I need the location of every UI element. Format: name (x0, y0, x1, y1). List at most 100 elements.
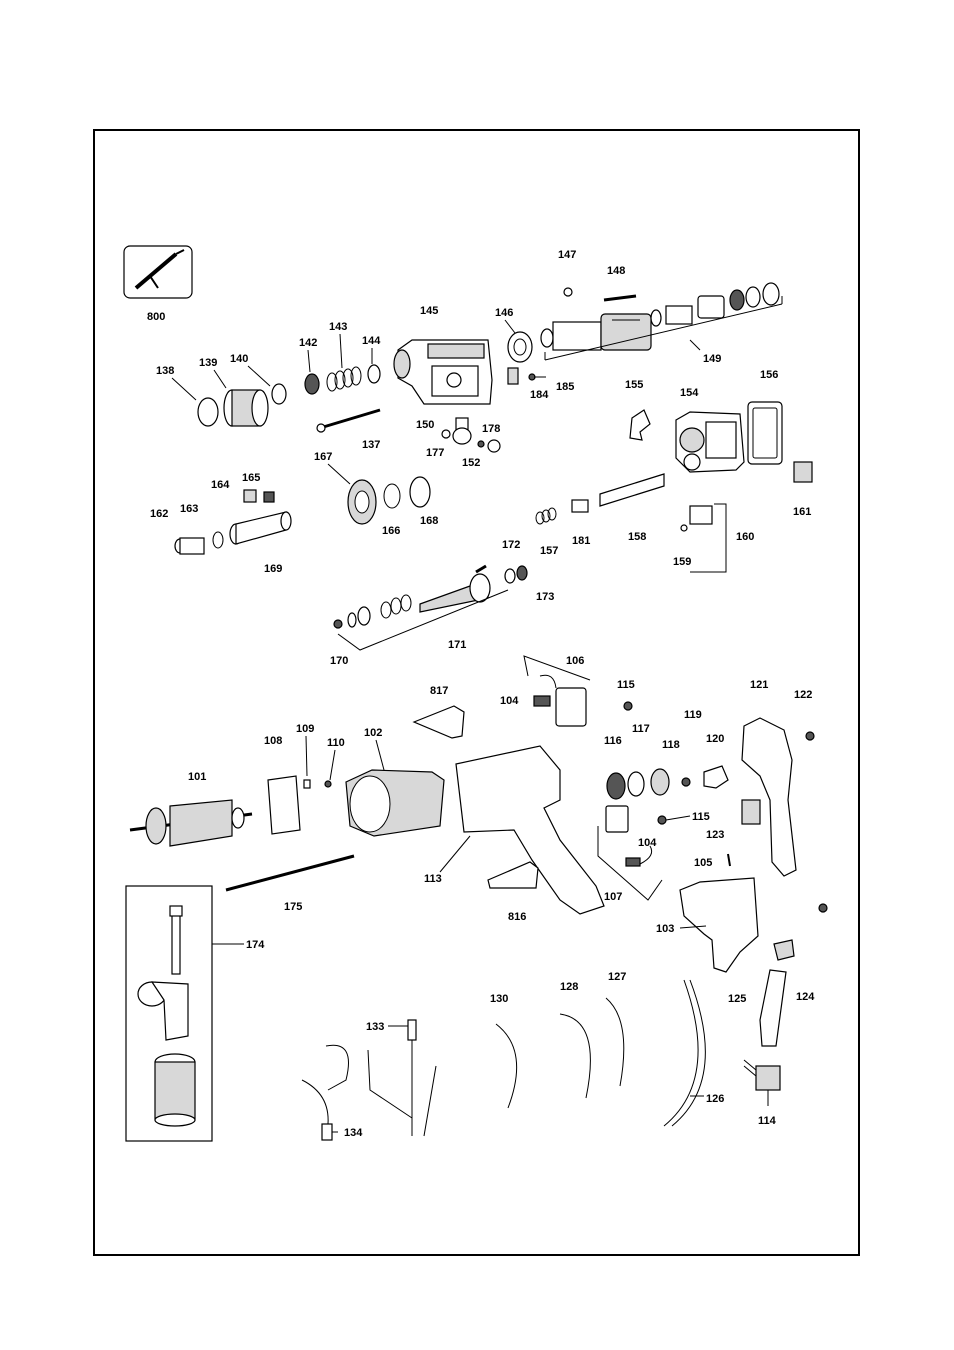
part-139-sleeve (224, 390, 268, 426)
label-816: 816 (508, 911, 526, 923)
label-160: 160 (736, 531, 754, 543)
part-817-cover (414, 706, 464, 738)
part-150-selector (453, 418, 471, 444)
label-800: 800 (147, 311, 165, 323)
label-163: 163 (180, 503, 198, 515)
label-115-top: 115 (617, 679, 635, 691)
label-817: 817 (430, 685, 448, 697)
part-152-screw (478, 441, 484, 447)
part-133-wire-set (368, 1020, 436, 1136)
label-157: 157 (540, 545, 558, 557)
part-171-shaft-assembly (334, 566, 490, 628)
label-164: 164 (211, 479, 230, 491)
label-113: 113 (424, 873, 442, 885)
label-115-bottom: 115 (692, 811, 710, 823)
part-134-wire-set (302, 1045, 349, 1140)
part-800-accessory (124, 246, 192, 298)
label-114: 114 (758, 1115, 777, 1127)
part-158-plate (600, 474, 664, 506)
label-101: 101 (188, 771, 206, 783)
label-116: 116 (604, 735, 622, 747)
part-138-cap (198, 398, 218, 426)
label-154: 154 (680, 387, 699, 399)
label-148: 148 (607, 265, 625, 277)
part-173-ring (517, 566, 527, 580)
part-114-capacitor (744, 1060, 780, 1106)
label-125: 125 (728, 993, 746, 1005)
label-147: 147 (558, 249, 576, 261)
part-177-ball (442, 430, 450, 438)
label-122: 122 (794, 689, 812, 701)
part-143-spring (327, 367, 361, 391)
label-171: 171 (448, 639, 466, 651)
label-120: 120 (706, 733, 724, 745)
part-120-clamp (704, 766, 728, 788)
part-149-spindle-assembly (541, 283, 782, 360)
label-107: 107 (604, 891, 622, 903)
label-103: 103 (656, 923, 674, 935)
label-155: 155 (625, 379, 643, 391)
label-109: 109 (296, 723, 314, 735)
part-155-clamp (630, 410, 650, 440)
part-101-armature (130, 800, 252, 846)
label-185: 185 (556, 381, 574, 393)
label-158: 158 (628, 531, 646, 543)
label-123: 123 (706, 829, 724, 841)
part-178-plug (488, 440, 500, 452)
part-161-pad (794, 462, 812, 482)
part-172-washer (505, 569, 515, 583)
part-184-clip (508, 368, 518, 384)
part-115-screw-bottom (658, 816, 666, 824)
part-166-circlip (384, 484, 400, 508)
label-165: 165 (242, 472, 260, 484)
label-144: 144 (362, 335, 381, 347)
label-137: 137 (362, 439, 380, 451)
part-140-washer (272, 384, 286, 404)
label-128: 128 (560, 981, 578, 993)
part-154-cylinder-housing (676, 412, 744, 472)
label-166: 166 (382, 525, 400, 537)
part-169-tube (230, 512, 291, 544)
part-168-washer (410, 477, 430, 507)
label-174: 174 (246, 939, 265, 951)
label-105: 105 (694, 857, 712, 869)
part-115-screw-top (624, 702, 632, 710)
part-119-screw (682, 778, 690, 786)
part-148-pin (604, 296, 636, 300)
part-159-ball (681, 525, 687, 531)
label-108: 108 (264, 735, 282, 747)
part-113-motor-housing (456, 746, 604, 914)
part-137-rod (320, 410, 380, 428)
label-156: 156 (760, 369, 778, 381)
part-164-plug (244, 490, 256, 502)
label-117: 117 (632, 723, 650, 735)
label-102: 102 (364, 727, 382, 739)
label-145: 145 (420, 305, 438, 317)
label-168: 168 (420, 515, 438, 527)
part-174-side-handle (126, 886, 212, 1141)
part-142-ring (305, 374, 319, 394)
label-121: 121 (750, 679, 768, 691)
label-149: 149 (703, 353, 721, 365)
label-161: 161 (793, 506, 811, 518)
label-110: 110 (327, 737, 345, 749)
part-160-switch-assembly (690, 506, 712, 524)
part-121-handle-half (742, 718, 796, 876)
part-109-spacer (304, 780, 310, 788)
label-119: 119 (684, 709, 702, 721)
label-138: 138 (156, 365, 174, 377)
part-screw-right (819, 904, 827, 912)
part-123-pad (742, 800, 760, 824)
part-181-bushing (572, 500, 588, 512)
part-145-gear-housing (394, 340, 492, 404)
label-150: 150 (416, 419, 434, 431)
label-178: 178 (482, 423, 500, 435)
part-128-wire (560, 1014, 590, 1098)
part-124-clamp (774, 940, 794, 960)
label-127: 127 (608, 971, 626, 983)
label-133: 133 (366, 1021, 384, 1033)
label-106: 106 (566, 655, 584, 667)
label-167: 167 (314, 451, 332, 463)
part-122-screw (806, 732, 814, 740)
